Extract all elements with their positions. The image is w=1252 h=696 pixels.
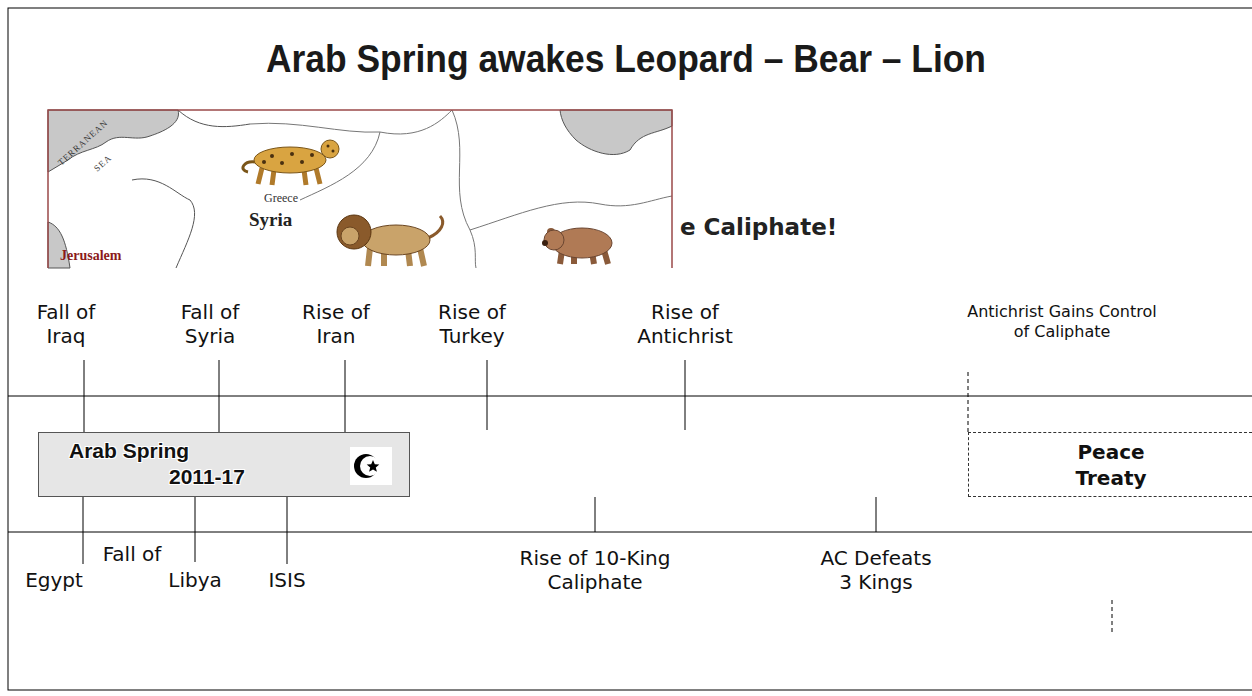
map-land [560, 110, 672, 155]
event-label: Fall of Syria [165, 300, 255, 348]
crescent-outer [354, 454, 378, 478]
event-label: ISIS [252, 568, 322, 592]
treaty-box: Peace Treaty [968, 432, 1252, 497]
lion-body [362, 225, 430, 255]
bear-figure [542, 228, 612, 264]
caliphate-heading: e Caliphate! [680, 214, 837, 240]
leopard-spots [262, 145, 335, 166]
event-label: Rise of Iran [291, 300, 381, 348]
slide-title: Arab Spring awakes Leopard – Bear – Lion [266, 38, 986, 81]
crescent-tile [350, 447, 392, 485]
map-frame [48, 110, 672, 268]
tick [219, 360, 220, 432]
tick [876, 497, 877, 532]
map-ground [48, 110, 672, 268]
map-label: Greece [264, 191, 298, 206]
tick [685, 360, 686, 430]
sea-name: SEA [92, 153, 114, 174]
event-label: Antichrist Gains Control of Caliphate [962, 302, 1162, 342]
crescent-inner [360, 456, 380, 476]
map-border [250, 110, 672, 268]
event-label: Libya [155, 568, 235, 592]
node-text: Peace Treaty [1051, 439, 1171, 491]
leopard-head [321, 140, 339, 158]
event-label: Fall of Iraq [21, 300, 111, 348]
leopard-tail [243, 162, 256, 172]
leopard-body [254, 147, 326, 173]
tick [287, 497, 288, 564]
era-band: Arab Spring2011-17 [38, 432, 410, 497]
tick [84, 360, 85, 432]
bear-head [544, 230, 564, 250]
event-label: AC Defeats 3 Kings [814, 546, 938, 594]
node-text: 2011-17 [169, 465, 245, 489]
map-land [48, 110, 179, 172]
lion-figure [337, 215, 443, 266]
star-symbol [367, 460, 380, 472]
leopard-figure [243, 140, 339, 185]
lion-mane [337, 215, 371, 249]
map-label: Jerusalem [60, 248, 121, 264]
tick [83, 497, 84, 564]
dashed-tick [968, 372, 969, 432]
event-label: Egypt [14, 568, 94, 592]
slide-border [8, 8, 1252, 690]
event-label: Rise of 10-King Caliphate [505, 546, 685, 594]
event-label: Rise of Turkey [422, 300, 522, 348]
event-label: Fall of [87, 542, 177, 566]
lion-tail [428, 216, 443, 238]
map-label: Syria [249, 209, 292, 231]
tick [595, 497, 596, 532]
tick [345, 360, 346, 432]
timeline-line [8, 396, 1252, 397]
dashed-tick [1112, 600, 1113, 632]
tick [195, 497, 196, 562]
event-label: Rise of Antichrist [620, 300, 750, 348]
map-coast [132, 110, 250, 268]
lion-face [341, 227, 359, 245]
node-text: Arab Spring [69, 439, 189, 463]
tick [487, 360, 488, 430]
bear-nose [542, 240, 548, 246]
